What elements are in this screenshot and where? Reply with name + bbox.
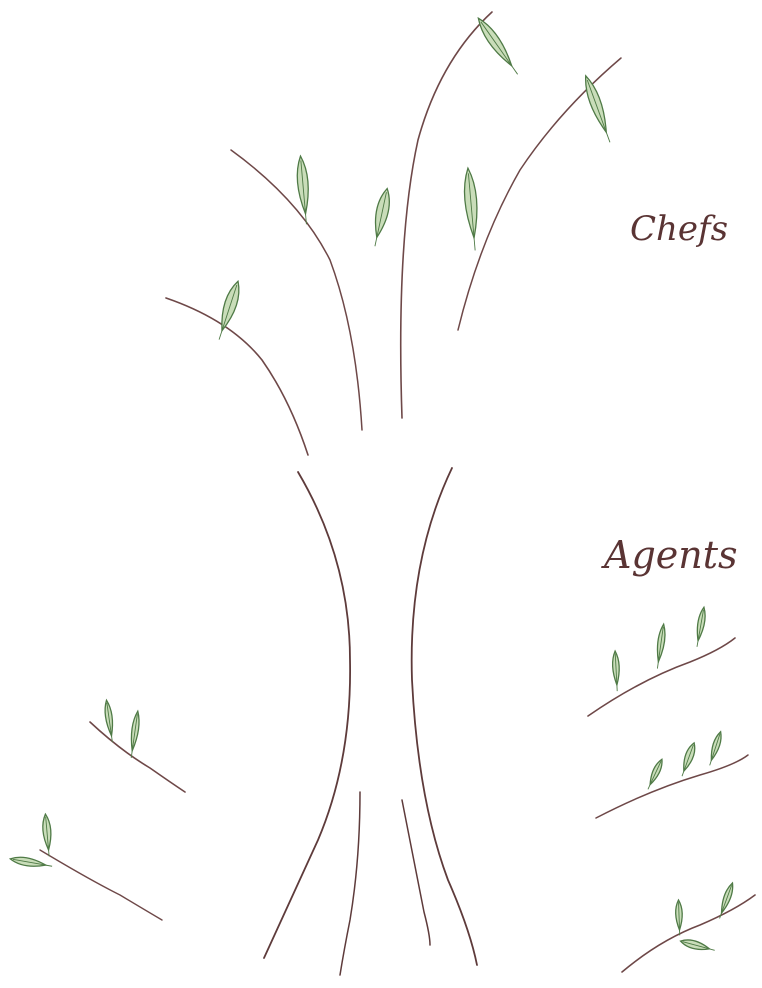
leaf-icon bbox=[717, 882, 736, 920]
chefs-label: Chefs bbox=[630, 209, 728, 249]
leaf-icon bbox=[612, 651, 621, 691]
leaf-icon bbox=[581, 74, 615, 144]
leaf-icon bbox=[675, 900, 683, 936]
branch-upper-center bbox=[401, 12, 492, 418]
leaf-icon bbox=[128, 711, 141, 759]
agents-label: Agents bbox=[601, 533, 738, 577]
leaf-group bbox=[10, 15, 736, 954]
leaf-icon bbox=[214, 279, 244, 341]
leaf-icon bbox=[295, 156, 311, 225]
leaf-icon bbox=[654, 624, 667, 669]
trunk-left-outer bbox=[264, 472, 350, 958]
leaf-icon bbox=[694, 607, 707, 648]
leaf-icon bbox=[369, 187, 393, 247]
branch-right-2 bbox=[596, 755, 748, 818]
leaf-icon bbox=[680, 937, 716, 954]
branch-right-3 bbox=[622, 895, 755, 972]
branch-lower-left-2 bbox=[40, 850, 162, 920]
leaf-icon bbox=[707, 731, 724, 767]
trunk-right-inner bbox=[402, 800, 430, 945]
trunk-left-inner bbox=[340, 792, 360, 975]
branch-group bbox=[40, 12, 755, 975]
leaf-icon bbox=[10, 855, 53, 870]
leaf-icon bbox=[645, 758, 665, 791]
leaf-icon bbox=[462, 168, 481, 251]
trunk-right-outer bbox=[412, 468, 477, 965]
leaf-icon bbox=[42, 814, 53, 857]
leaf-icon bbox=[678, 742, 697, 778]
leaf-icon bbox=[474, 15, 522, 77]
branch-upper-left-2 bbox=[231, 150, 362, 430]
branch-upper-left-1 bbox=[166, 298, 308, 455]
